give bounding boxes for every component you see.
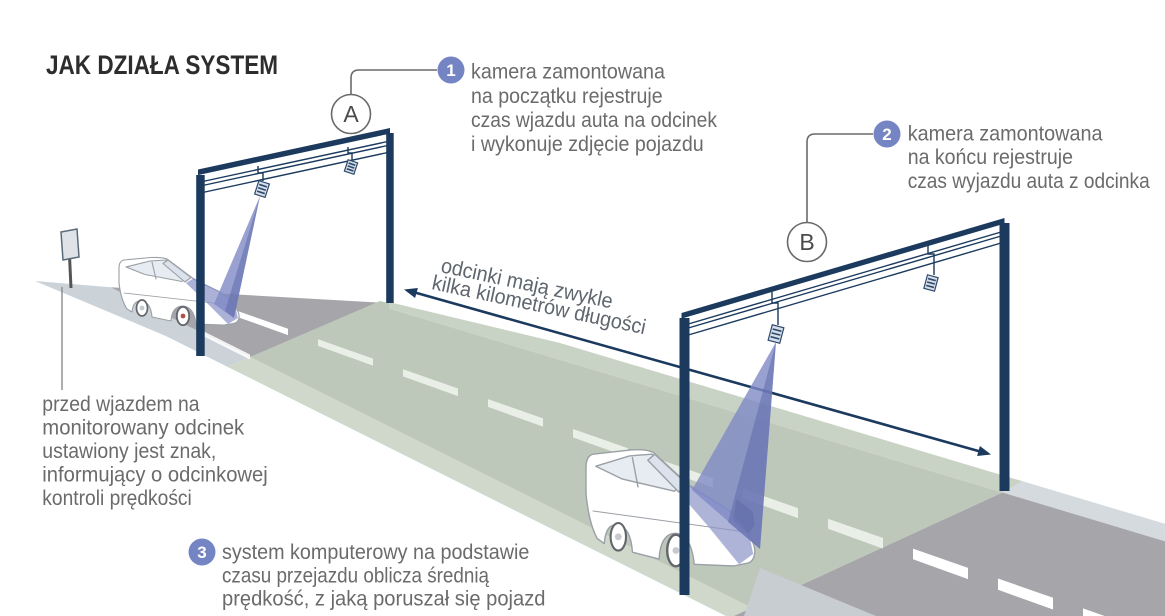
svg-text:3: 3: [197, 543, 206, 562]
svg-text:na końcu rejestruje: na końcu rejestruje: [908, 145, 1073, 169]
svg-text:informujący o odcinkowej: informujący o odcinkowej: [42, 463, 267, 487]
svg-text:2: 2: [882, 125, 891, 144]
svg-text:przed wjazdem na: przed wjazdem na: [42, 392, 199, 416]
svg-text:monitorowany odcinek: monitorowany odcinek: [42, 416, 244, 440]
svg-text:kamera zamontowana: kamera zamontowana: [908, 122, 1103, 146]
svg-text:i wykonuje zdjęcie pojazdu: i wykonuje zdjęcie pojazdu: [471, 132, 704, 156]
svg-text:1: 1: [446, 61, 455, 80]
svg-text:JAK DZIAŁA SYSTEM: JAK DZIAŁA SYSTEM: [46, 50, 278, 80]
svg-text:kontroli prędkości: kontroli prędkości: [42, 486, 192, 510]
svg-text:B: B: [799, 229, 814, 255]
svg-text:czasu przejazdu oblicza średni: czasu przejazdu oblicza średnią: [222, 563, 489, 587]
svg-text:prędkość, z jaką poruszał się: prędkość, z jaką poruszał się pojazd: [222, 587, 546, 611]
svg-text:system komputerowy na podstawi: system komputerowy na podstawie: [222, 540, 529, 564]
svg-text:na początku rejestruje: na początku rejestruje: [471, 84, 663, 108]
svg-text:kamera zamontowana: kamera zamontowana: [471, 60, 665, 84]
svg-text:A: A: [343, 101, 359, 127]
svg-text:ustawiony jest znak,: ustawiony jest znak,: [42, 439, 216, 463]
svg-text:czas wjazdu auta na odcinek: czas wjazdu auta na odcinek: [471, 108, 717, 132]
svg-text:czas wyjazdu auta z odcinka: czas wyjazdu auta z odcinka: [908, 169, 1150, 193]
